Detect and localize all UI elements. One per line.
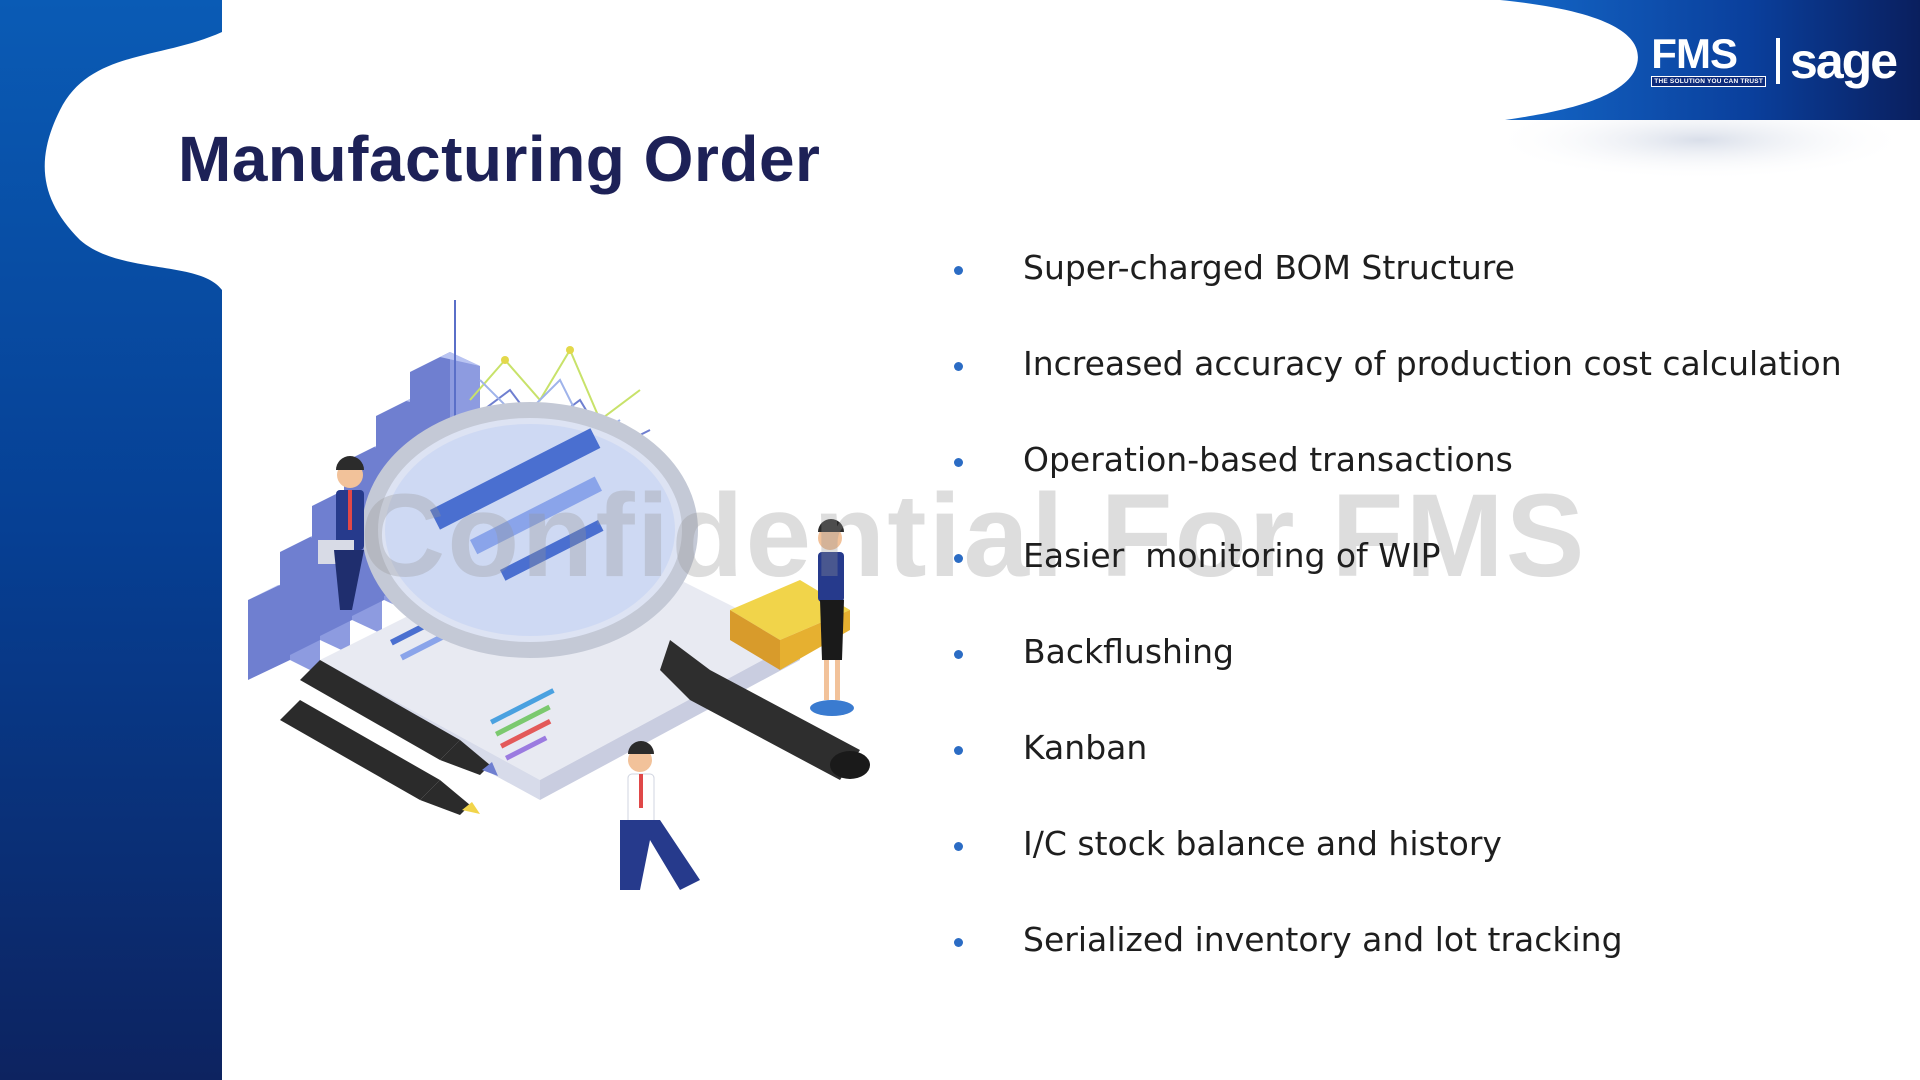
person-sitting-left-icon <box>318 456 364 610</box>
magnifying-glass-icon <box>362 402 870 780</box>
bullet-icon <box>954 842 963 851</box>
bullet-item: Kanban <box>950 726 1842 822</box>
bullet-icon <box>954 266 963 275</box>
fms-logo-text: FMS <box>1651 30 1738 77</box>
bullet-text: Backflushing <box>1023 632 1234 671</box>
bullet-icon <box>954 938 963 947</box>
fms-logo: FMS THE SOLUTION YOU CAN TRUST <box>1651 30 1767 87</box>
markers-icon <box>280 660 498 815</box>
bullet-text: Operation-based transactions <box>1023 440 1513 479</box>
fms-logo-tagline: THE SOLUTION YOU CAN TRUST <box>1651 76 1767 87</box>
logo-divider <box>1776 37 1781 84</box>
bullet-text: Increased accuracy of production cost ca… <box>1023 344 1842 383</box>
bullet-item: Operation-based transactions <box>950 438 1842 534</box>
bullet-text: Serialized inventory and lot tracking <box>1023 920 1623 959</box>
bullet-icon <box>954 746 963 755</box>
bullet-item: Backflushing <box>950 630 1842 726</box>
person-standing-right-icon <box>810 519 854 716</box>
bullet-item: Easier monitoring of WIP <box>950 534 1842 630</box>
sage-logo-text: sage <box>1790 32 1898 89</box>
bullet-text: Easier monitoring of WIP <box>1023 536 1441 575</box>
person-sitting-bottom-icon <box>620 741 700 890</box>
data-analysis-illustration <box>248 300 870 890</box>
bullet-item: I/C stock balance and history <box>950 822 1842 918</box>
bullet-icon <box>954 362 963 371</box>
bullet-icon <box>954 650 963 659</box>
bullet-icon <box>954 554 963 563</box>
company-logo: FMS THE SOLUTION YOU CAN TRUST sage <box>1651 30 1898 89</box>
bullet-item: Serialized inventory and lot tracking <box>950 918 1842 1014</box>
bullet-text: Super-charged BOM Structure <box>1023 248 1515 287</box>
bullet-icon <box>954 458 963 467</box>
bullet-list: Super-charged BOM Structure Increased ac… <box>950 246 1842 1014</box>
bullet-text: I/C stock balance and history <box>1023 824 1502 863</box>
bullet-text: Kanban <box>1023 728 1148 767</box>
bullet-item: Increased accuracy of production cost ca… <box>950 342 1842 438</box>
slide-title: Manufacturing Order <box>178 123 821 195</box>
bullet-item: Super-charged BOM Structure <box>950 246 1842 342</box>
